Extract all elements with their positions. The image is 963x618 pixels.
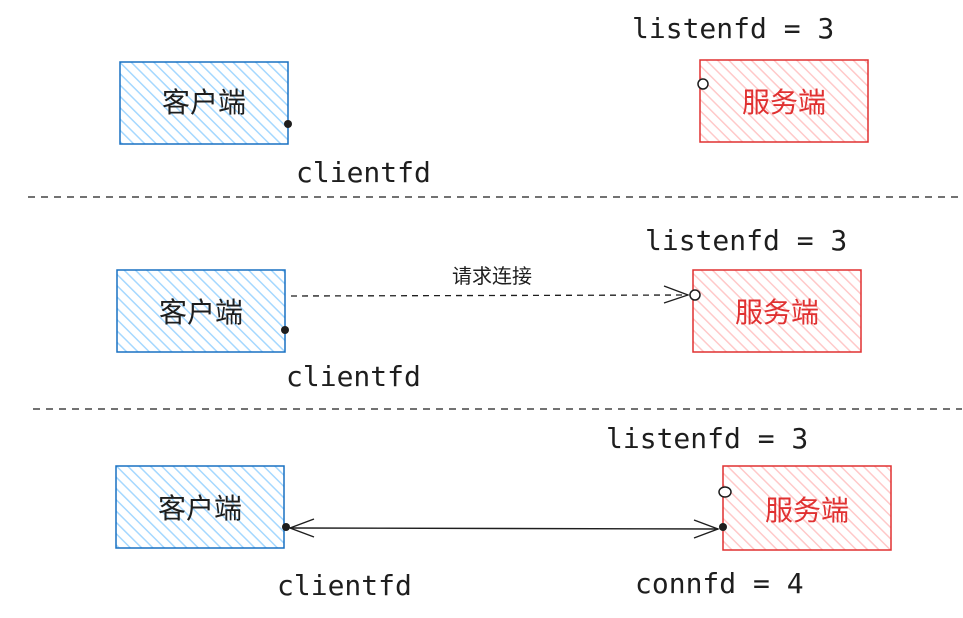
server-label: 服务端 [742, 86, 826, 119]
server-box: 服务端 [722, 465, 892, 551]
panel-3: listenfd = 3 客户端 clientfd 服务端 connfd = 4 [115, 422, 892, 602]
listenfd-label: listenfd = 3 [632, 12, 834, 45]
client-socket-dot [281, 326, 289, 334]
server-box: 服务端 [692, 269, 862, 353]
clientfd-label: clientfd [286, 360, 421, 393]
listen-socket-circle [697, 78, 709, 90]
clientfd-label: clientfd [277, 569, 412, 602]
server-label: 服务端 [735, 296, 819, 329]
listen-socket-circle [718, 486, 732, 498]
client-socket-dot [282, 523, 290, 531]
bidirectional-arrow [288, 518, 720, 539]
client-label: 客户端 [158, 492, 242, 525]
connfd-label: connfd = 4 [635, 567, 804, 600]
listenfd-label: listenfd = 3 [645, 224, 847, 257]
client-box: 客户端 [115, 465, 285, 549]
server-label: 服务端 [765, 494, 849, 527]
client-label: 客户端 [162, 86, 246, 119]
request-arrow [290, 285, 690, 304]
client-socket-dot [284, 120, 292, 128]
server-box: 服务端 [699, 59, 869, 143]
request-connection-label: 请求连接 [452, 264, 532, 288]
listenfd-label: listenfd = 3 [606, 422, 808, 455]
panel-2: listenfd = 3 客户端 clientfd 请求连接 服务端 [116, 224, 862, 393]
panel-1: listenfd = 3 客户端 clientfd 服务端 [119, 12, 869, 189]
client-box: 客户端 [119, 61, 289, 145]
conn-socket-dot [719, 523, 727, 531]
client-label: 客户端 [159, 296, 243, 329]
client-box: 客户端 [116, 269, 286, 353]
clientfd-label: clientfd [296, 156, 431, 189]
listen-socket-circle [689, 289, 701, 301]
